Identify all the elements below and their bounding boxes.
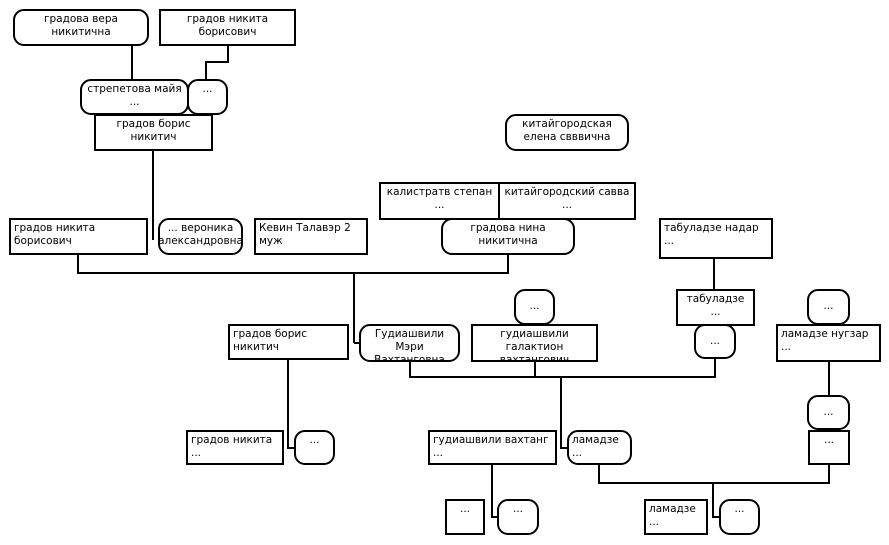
person-name: ...	[512, 503, 523, 515]
person-node[interactable]: градов борис никитич	[94, 114, 213, 151]
person-name: гудиашвили вахтанг ...	[433, 434, 549, 460]
person-node[interactable]: стрепетова майя ...	[80, 79, 189, 115]
person-node[interactable]: Гудиашвили Мэри Вахтанговна	[359, 324, 460, 362]
person-node[interactable]: ...	[514, 289, 555, 325]
person-name: градов никита ...	[191, 434, 273, 460]
person-node[interactable]: гудиашвили галактион вахтангович	[471, 324, 598, 362]
person-node[interactable]: ...	[807, 289, 850, 325]
person-node[interactable]: ламадзе нугзар ...	[776, 324, 881, 362]
person-name: ламадзе ...	[649, 503, 696, 529]
person-node[interactable]: гудиашвили вахтанг ...	[428, 430, 557, 465]
person-node[interactable]: ...	[294, 430, 335, 465]
person-node[interactable]: ... вероника александровна	[158, 218, 243, 255]
person-node[interactable]: градов борис никитич	[228, 324, 349, 360]
person-name: китайгородский савва ...	[504, 186, 630, 212]
connector	[598, 464, 830, 484]
person-node[interactable]: градова вера никитична	[13, 9, 149, 46]
person-name: ...	[529, 300, 540, 313]
person-name: ...	[734, 503, 745, 515]
connector	[77, 254, 509, 274]
person-name: ... вероника александровна	[158, 222, 243, 248]
connector	[712, 483, 720, 518]
person-name: стрепетова майя ...	[87, 83, 182, 109]
connector	[287, 359, 295, 449]
person-name: китайгородская елена свввична	[522, 118, 612, 144]
connector	[491, 464, 498, 518]
person-node[interactable]: ламадзе ...	[644, 499, 708, 535]
person-name: гудиашвили галактион вахтангович	[499, 328, 570, 362]
person-name: ламадзе нугзар ...	[781, 328, 869, 354]
person-name: градов никита борисович	[14, 222, 96, 248]
person-node[interactable]: ...	[807, 395, 850, 430]
person-node[interactable]: табуладзе ...	[676, 289, 755, 326]
person-node[interactable]: градова нина никитична	[441, 218, 575, 255]
person-node[interactable]: ...	[808, 430, 850, 465]
person-name: градов никита борисович	[186, 13, 269, 39]
person-node[interactable]: ...	[694, 324, 736, 359]
person-node[interactable]: Кевин Талавэр 2 муж	[254, 218, 368, 255]
person-name: ...	[823, 434, 834, 446]
connector	[205, 44, 229, 80]
person-name: калистратв степан ...	[386, 186, 493, 212]
person-name: градова нина никитична	[470, 222, 546, 248]
person-name: ламадзе ...	[572, 434, 619, 460]
person-node[interactable]: ...	[497, 499, 539, 535]
person-name: ...	[709, 334, 720, 347]
connector	[560, 377, 568, 449]
person-name: ...	[823, 300, 834, 313]
person-node[interactable]: градов никита борисович	[159, 9, 296, 46]
person-name: табуладзе надар ...	[664, 222, 759, 248]
person-name: Кевин Талавэр 2 муж	[259, 222, 351, 248]
person-node[interactable]: ламадзе ...	[567, 430, 632, 465]
person-node[interactable]: ...	[719, 499, 760, 535]
person-name: Гудиашвили Мэри Вахтанговна	[374, 328, 445, 362]
person-name: градова вера никитична	[43, 13, 118, 39]
person-name: ...	[823, 405, 834, 418]
person-node[interactable]: китайгородский савва ...	[498, 182, 636, 220]
person-name: ...	[459, 503, 470, 515]
person-name: табуладзе ...	[686, 293, 745, 319]
person-node[interactable]: табуладзе надар ...	[659, 218, 773, 259]
person-name: ...	[202, 83, 213, 95]
person-name: градов борис никитич	[116, 118, 191, 144]
person-node[interactable]: ...	[445, 499, 485, 535]
person-node[interactable]: калистратв степан ...	[379, 182, 500, 220]
person-node[interactable]: китайгородская елена свввична	[505, 114, 629, 151]
connector	[409, 357, 716, 378]
person-name: ...	[309, 434, 320, 446]
person-name: градов борис никитич	[233, 328, 307, 354]
person-node[interactable]: градов никита ...	[186, 430, 284, 465]
person-node[interactable]: ...	[187, 79, 228, 115]
person-node[interactable]: градов никита борисович	[9, 218, 148, 255]
